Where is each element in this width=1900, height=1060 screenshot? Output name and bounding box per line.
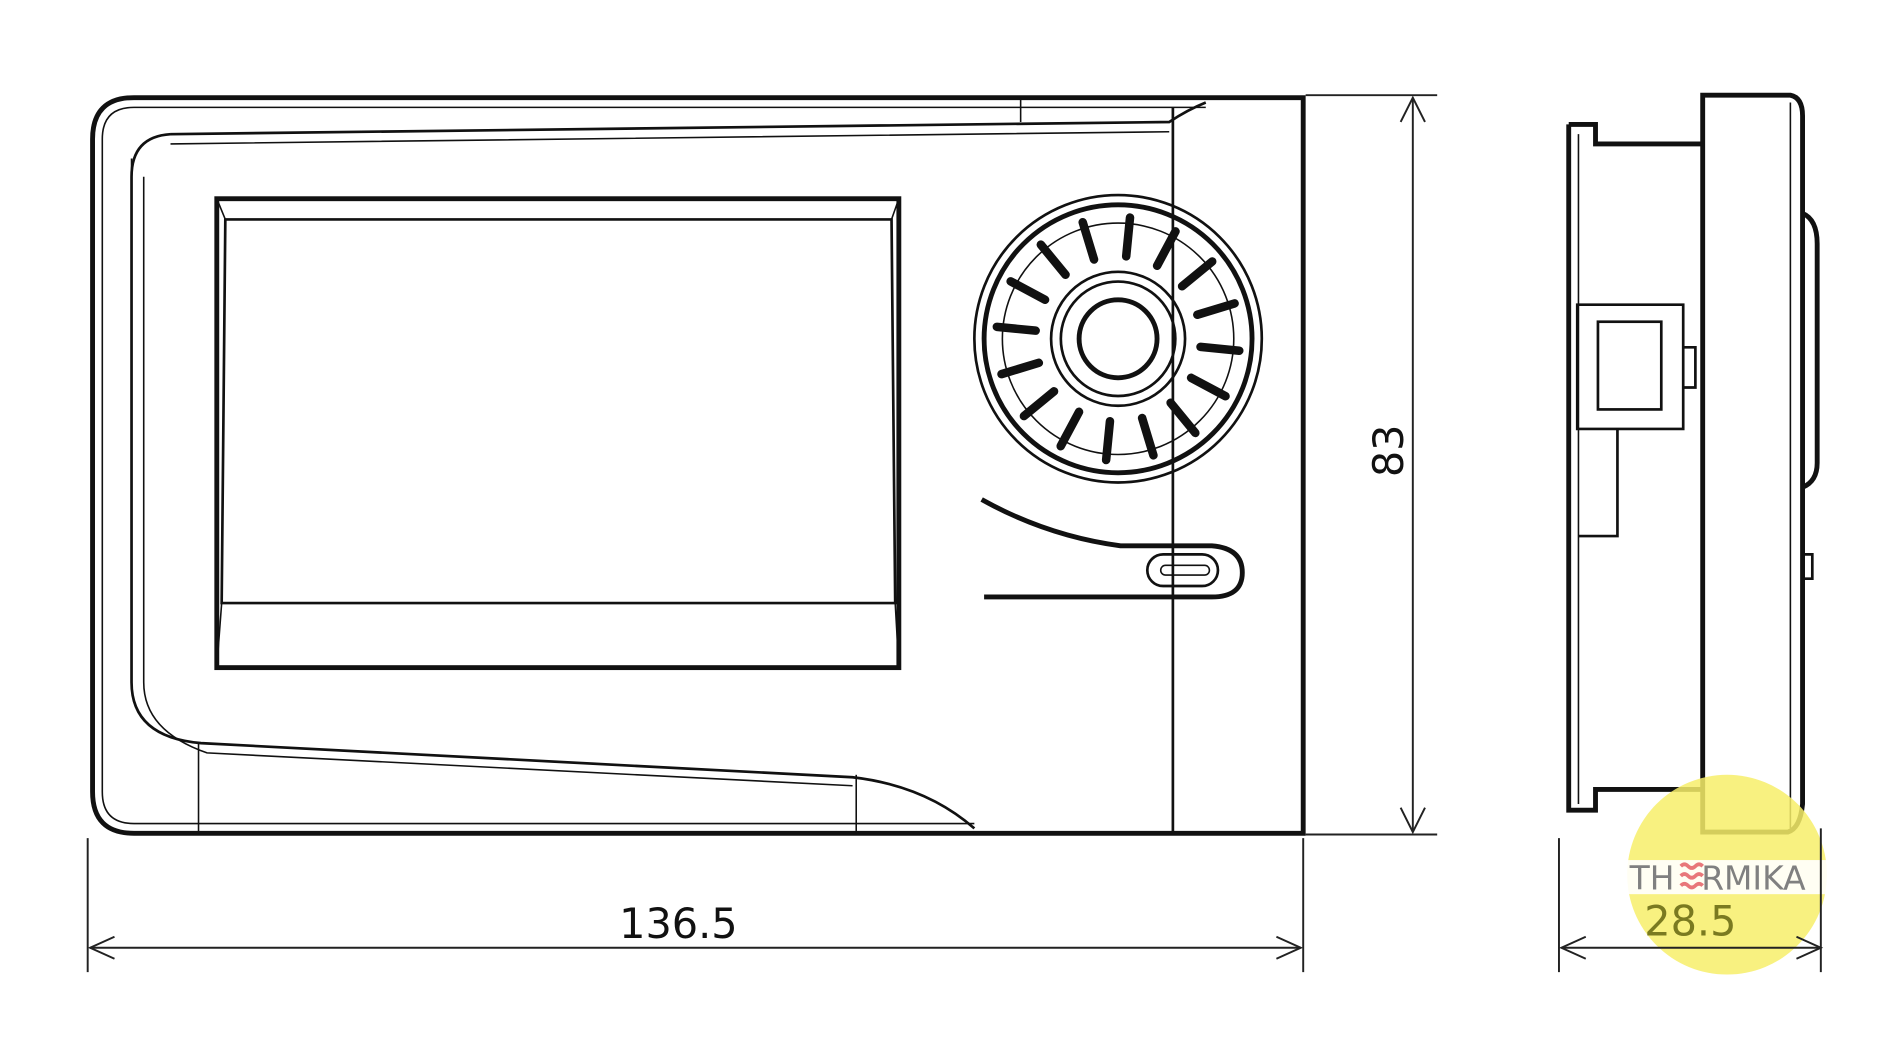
knob-notch xyxy=(1019,387,1059,421)
dimension-depth: 28.5 xyxy=(1558,828,1824,973)
knob-notch xyxy=(1006,277,1050,305)
knob-notch xyxy=(1193,299,1239,320)
selector-lever[interactable] xyxy=(980,497,1245,600)
front-view xyxy=(90,95,1306,836)
knob-notch xyxy=(1196,342,1244,355)
dimension-depth-label: 28.5 xyxy=(1644,898,1736,946)
knob-notch xyxy=(1121,213,1135,261)
knob-notch xyxy=(1137,413,1158,460)
dimension-width-label: 136.5 xyxy=(619,900,738,948)
dimension-height-label: 83 xyxy=(1365,424,1413,477)
knob-notch xyxy=(1036,240,1070,280)
knob-notch xyxy=(1078,217,1099,264)
dimension-width: 136.5 xyxy=(86,838,1305,973)
side-view xyxy=(1566,92,1820,835)
knob-notch xyxy=(1177,257,1217,291)
dimension-height: 83 xyxy=(1305,94,1438,836)
display-screen xyxy=(214,196,902,671)
knob-notch xyxy=(1186,373,1230,401)
rotary-knob[interactable] xyxy=(973,193,1264,484)
waves-icon xyxy=(1679,862,1704,890)
bezel xyxy=(130,101,1207,830)
knob-notch xyxy=(992,322,1040,335)
knob-notch xyxy=(1101,416,1115,465)
knob-notch xyxy=(997,358,1044,379)
device-outline xyxy=(90,95,1306,836)
knob-notch xyxy=(1056,407,1084,451)
knob-notch xyxy=(1166,398,1200,438)
knob-notch xyxy=(1152,227,1180,271)
